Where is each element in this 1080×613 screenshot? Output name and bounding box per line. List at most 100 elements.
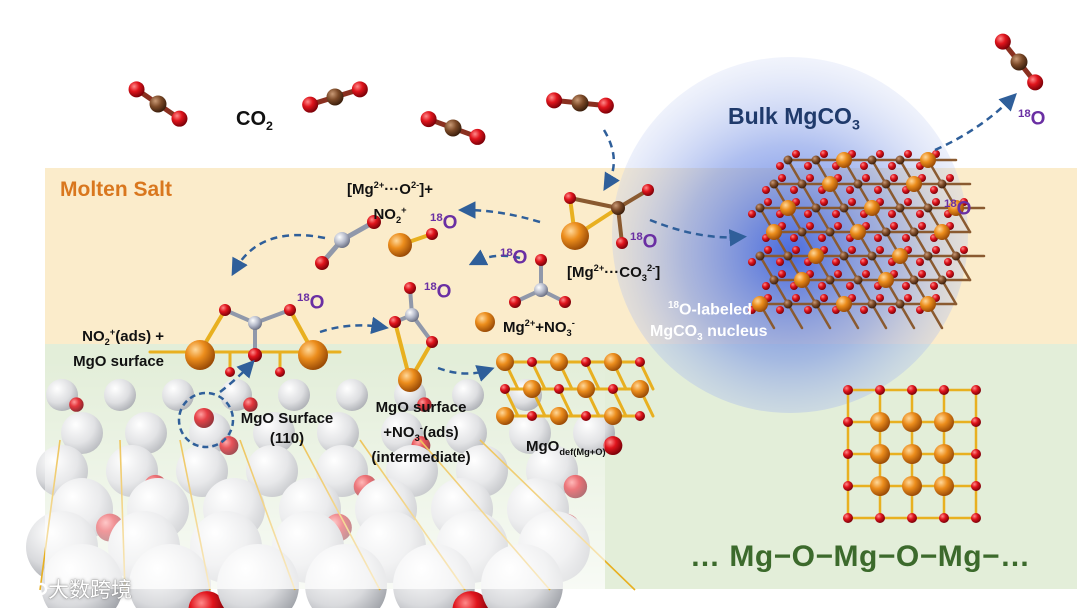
carbon-atom: [783, 155, 793, 165]
reaction-arrow: [458, 201, 541, 224]
oxygen-atom: [225, 367, 235, 377]
oxygen-atom: [916, 210, 924, 218]
magnesium-atom: [934, 444, 954, 464]
mg-co3-part: [Mg: [567, 264, 594, 281]
mg-no3-sub: 3: [566, 328, 572, 338]
bond: [814, 206, 832, 234]
oxygen-atom: [790, 234, 798, 242]
mg-co3-part: ···CO: [604, 264, 642, 281]
bond: [786, 302, 804, 330]
oxygen-atom: [890, 174, 898, 182]
atom-layer: [128, 33, 1044, 523]
mg-o-no2-label: [Mg2+···O2-]+ NO2+: [330, 175, 450, 230]
oxygen-atom: [843, 417, 853, 427]
bulk-mgco3-sub: 3: [851, 117, 860, 134]
oxygen-atom: [608, 384, 618, 394]
isotope-label-bulk: 18O: [944, 198, 971, 220]
oxygen-atom: [527, 357, 537, 367]
oxygen-atom: [635, 411, 645, 421]
carbon-atom: [909, 227, 919, 237]
bond: [870, 302, 888, 330]
oxygen-atom: [946, 174, 954, 182]
oxygen-atom: [804, 306, 812, 314]
oxygen-atom: [875, 385, 885, 395]
nitrogen-atom: [334, 232, 350, 248]
bond: [856, 278, 874, 306]
mgo-no3-part: +NO: [383, 424, 415, 441]
bond: [758, 254, 776, 282]
oxygen-atom: [792, 150, 800, 158]
oxygen-atom: [367, 215, 381, 229]
carbon-atom: [755, 203, 765, 213]
magnesium-atom: [836, 152, 852, 168]
magnesium-atom: [631, 380, 649, 398]
oxygen-atom: [389, 316, 401, 328]
bond: [926, 254, 944, 282]
mgo-no3-line1: MgO surface: [375, 399, 467, 416]
mgo-110-line1: MgO Surface: [240, 410, 334, 427]
oxygen-atom: [527, 411, 537, 421]
isotope-mass: 18: [1018, 108, 1031, 120]
oxygen-atom: [904, 198, 912, 206]
carbon-atom: [909, 275, 919, 285]
oxygen-atom: [939, 513, 949, 523]
magnesium-atom: [604, 407, 622, 425]
oxygen-atom: [888, 210, 896, 218]
isotope-label-nitrate: 18O: [500, 247, 527, 269]
oxygen-atom: [848, 198, 856, 206]
oxygen-atom: [946, 270, 954, 278]
oxygen-atom: [420, 111, 437, 128]
carbon-atom: [881, 227, 891, 237]
mg-co3-sup: 2+: [593, 263, 605, 273]
bond: [912, 230, 930, 258]
oxygen-atom: [994, 33, 1011, 50]
carbon-atom: [783, 299, 793, 309]
carbon-atom: [769, 179, 779, 189]
magnesium-atom: [920, 296, 936, 312]
oxygen-atom: [904, 150, 912, 158]
isotope-label-intermediate: 18O: [424, 281, 451, 303]
nucleus-part: MgCO: [650, 323, 698, 341]
isotope-element: O: [442, 212, 458, 234]
carbon-atom: [797, 179, 807, 189]
nucleus-line1: 18O-labeled: [636, 295, 768, 321]
no2-ads-line2: MgO surface: [73, 353, 164, 370]
reaction-arrow: [437, 365, 495, 382]
mg-no3-label: Mg2++NO3-: [503, 318, 575, 338]
oxygen-atom: [820, 150, 828, 158]
oxygen-atom: [804, 210, 812, 218]
bond: [814, 302, 832, 330]
nucleus-iso-mass: 18: [668, 300, 680, 311]
oxygen-atom: [818, 282, 826, 290]
isotope-mass: 18: [297, 292, 310, 304]
magnesium-atom: [892, 248, 908, 264]
magnesium-atom: [298, 340, 328, 370]
bond: [828, 230, 846, 258]
magnesium-atom: [604, 353, 622, 371]
magnesium-atom: [870, 412, 890, 432]
oxygen-atom: [581, 357, 591, 367]
oxygen-atom: [846, 186, 854, 194]
magnesium-atom: [934, 224, 950, 240]
oxygen-atom: [284, 304, 296, 316]
isotope-mass: 18: [424, 281, 437, 293]
magnesium-atom: [185, 340, 215, 370]
oxygen-atom: [806, 222, 814, 230]
carbon-atom: [895, 299, 905, 309]
nitrogen-atom: [534, 283, 548, 297]
oxygen-atom: [944, 258, 952, 266]
isotope-label-no2-ads: 18O: [297, 292, 324, 314]
oxygen-atom: [843, 449, 853, 459]
magnesium-atom: [836, 296, 852, 312]
oxygen-atom: [642, 184, 654, 196]
magnesium-atom: [398, 368, 422, 392]
carbon-atom: [839, 251, 849, 261]
oxygen-atom: [843, 513, 853, 523]
oxygen-atom: [351, 81, 368, 98]
isotope-mass: 18: [944, 198, 957, 210]
oxygen-atom: [874, 186, 882, 194]
carbon-atom: [951, 251, 961, 261]
reaction-arrow: [602, 129, 620, 192]
bond: [870, 158, 888, 186]
magnesium-atom: [550, 353, 568, 371]
